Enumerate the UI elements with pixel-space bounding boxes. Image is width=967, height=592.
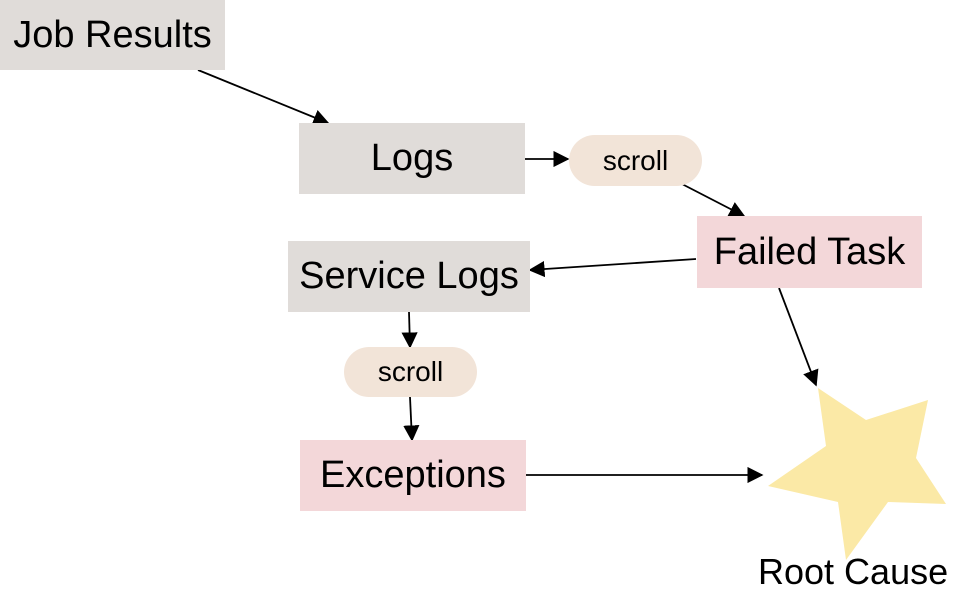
star-icon [768,388,946,560]
arrow-job-results-to-logs [197,69,330,125]
node-logs: Logs [299,123,525,194]
node-job-results: Job Results [0,0,225,70]
arrow-failed-task-to-service-logs [528,258,697,278]
arrow-scroll-to-failed-task [681,183,746,217]
node-exceptions: Exceptions [300,440,526,511]
arrow-scroll-to-exceptions [403,396,420,442]
node-scroll-top: scroll [569,135,702,186]
node-root-cause-label: Root Cause [758,551,949,592]
arrow-failed-task-to-root-cause [778,287,819,387]
node-failed-task: Failed Task [697,216,922,288]
node-service-logs: Service Logs [288,241,530,312]
arrow-service-logs-to-scroll [401,311,418,349]
node-scroll-bottom: scroll [344,347,477,397]
